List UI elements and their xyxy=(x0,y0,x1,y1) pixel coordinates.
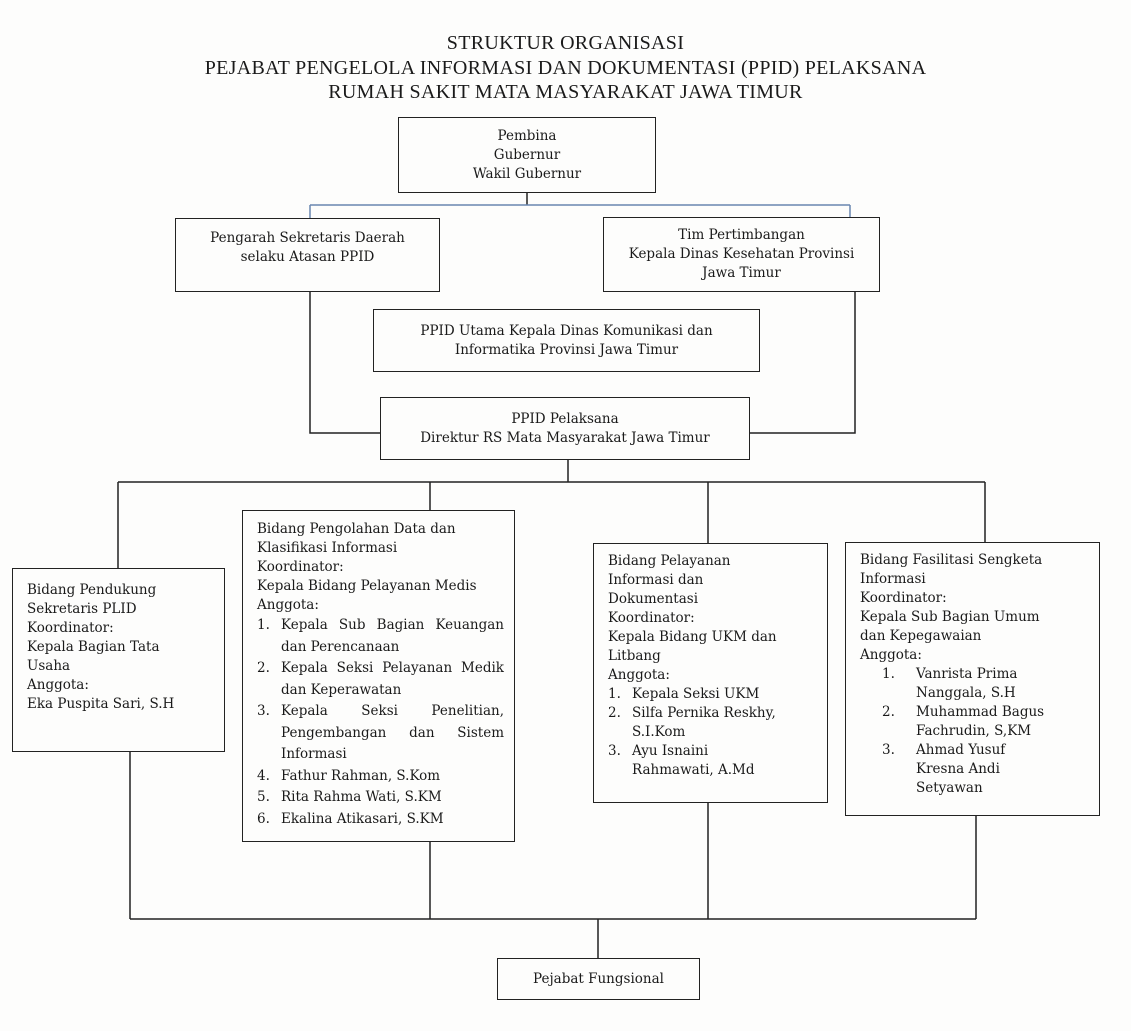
text: Sekretaris PLID xyxy=(27,601,137,617)
member-list: 1. Kepala Seksi UKM 2. Silfa Pernika Reskh… xyxy=(608,685,817,780)
text: Informatika Provinsi Jawa Timur xyxy=(454,341,679,358)
list-item: 3. Ahmad Yusuf Kresna Andi Setyawan xyxy=(860,741,1089,798)
list-item: 4. Fathur Rahman, S.Kom xyxy=(257,766,504,788)
text: Direktur RS Mata Masyarakat Jawa Timur xyxy=(420,429,710,446)
text: Kepala Sub Bagian Umum xyxy=(860,609,1040,625)
number: 5. xyxy=(257,789,270,805)
number: 2. xyxy=(257,660,270,676)
text: Informasi dan xyxy=(608,572,704,588)
text: Bidang Pendukung xyxy=(27,582,157,598)
box-ppid-utama: PPID Utama Kepala Dinas Komunikasi dan I… xyxy=(373,309,760,372)
text: Koordinator: xyxy=(27,620,114,636)
text: Tim Pertimbangan xyxy=(678,227,805,243)
text: Kepala Bagian Tata xyxy=(27,639,160,655)
list-item: 5. Rita Rahma Wati, S.KM xyxy=(257,787,504,809)
box-bidang-pendukung: Bidang Pendukung Sekretaris PLID Koordin… xyxy=(12,568,225,752)
text: Eka Puspita Sari, S.H xyxy=(27,696,175,712)
text: PPID Utama Kepala Dinas Komunikasi dan xyxy=(420,322,713,339)
member: Ayu Isnaini Rahmawati, A.Md xyxy=(632,743,755,778)
list-item: 1. Kepala Seksi UKM xyxy=(608,685,817,704)
text: Dokumentasi xyxy=(608,591,699,607)
number: 1. xyxy=(608,686,621,702)
text: Koordinator: xyxy=(860,590,947,606)
box-tim-pertimbangan: Tim Pertimbangan Kepala Dinas Kesehatan … xyxy=(603,217,880,292)
number: 4. xyxy=(257,767,270,784)
number: 3. xyxy=(608,743,621,759)
text: Gubernur xyxy=(493,146,561,163)
member: Kepala Sub Bagian Keuangan dan Perencana… xyxy=(281,617,504,655)
member: Silfa Pernika Reskhy, S.I.Kom xyxy=(632,705,776,740)
connector-top-horizontal xyxy=(309,204,851,218)
number: 6. xyxy=(257,810,270,827)
text: Bidang Pengolahan Data dan xyxy=(257,521,456,537)
member-list: 1. Kepala Sub Bagian Keuangan dan Perenca… xyxy=(257,615,504,830)
number: 1. xyxy=(882,666,895,682)
list-item: 6. Ekalina Atikasari, S.KM xyxy=(257,809,504,831)
text: Litbang xyxy=(608,648,661,664)
member: Vanrista Prima Nanggala, S.H xyxy=(916,666,1018,701)
member: Muhammad Bagus Fachrudin, S,KM xyxy=(916,704,1045,739)
text: Pejabat Fungsional xyxy=(533,970,664,987)
box-bidang-pengolahan-data: Bidang Pengolahan Data dan Klasifikasi I… xyxy=(242,510,515,842)
list-item: 3. Ayu Isnaini Rahmawati, A.Md xyxy=(608,742,817,780)
box-ppid-pelaksana: PPID Pelaksana Direktur RS Mata Masyarak… xyxy=(380,397,750,460)
text: selaku Atasan PPID xyxy=(240,249,375,265)
box-pembina: Pembina Gubernur Wakil Gubernur xyxy=(398,117,656,193)
text: Wakil Gubernur xyxy=(472,165,582,182)
text: Jawa Timur xyxy=(702,265,781,281)
member: Kepala Seksi Penelitian, Pengembangan da… xyxy=(281,703,504,762)
text: Bidang Fasilitasi Sengketa xyxy=(860,552,1043,568)
text: Kepala Bidang UKM dan xyxy=(608,629,777,645)
number: 3. xyxy=(257,703,270,719)
text: Kepala Dinas Kesehatan Provinsi xyxy=(628,246,855,262)
text: Kepala Bidang Pelayanan Medis xyxy=(257,578,477,594)
member: Ahmad Yusuf Kresna Andi Setyawan xyxy=(916,742,1006,796)
box-bidang-fasilitasi-sengketa: Bidang Fasilitasi Sengketa Informasi Koo… xyxy=(845,542,1100,816)
list-item: 1. Vanrista Prima Nanggala, S.H xyxy=(860,665,1089,703)
member-list: 1. Vanrista Prima Nanggala, S.H 2. Muhamma… xyxy=(860,665,1089,798)
connector-pelaksana xyxy=(117,460,986,568)
text: dan Kepegawaian xyxy=(860,628,982,644)
text: Anggota: xyxy=(608,667,670,683)
connector-bottom xyxy=(129,752,977,958)
number: 3. xyxy=(882,742,895,758)
connector-pengarah xyxy=(309,292,380,434)
number: 1. xyxy=(257,617,270,633)
text: Pembina xyxy=(497,127,557,144)
title-line-1: STRUKTUR ORGANISASI xyxy=(446,32,685,54)
box-bidang-pelayanan-informasi: Bidang Pelayanan Informasi dan Dokumenta… xyxy=(593,543,828,803)
list-item: 1. Kepala Sub Bagian Keuangan dan Perenca… xyxy=(257,615,504,658)
text: Informasi xyxy=(860,571,926,587)
list-item: 3. Kepala Seksi Penelitian, Pengembangan … xyxy=(257,701,504,766)
member: Kepala Seksi Pelayanan Medik dan Keperaw… xyxy=(281,660,504,698)
text: Klasifikasi Informasi xyxy=(257,540,398,556)
text: Bidang Pelayanan xyxy=(608,553,731,569)
member: Ekalina Atikasari, S.KM xyxy=(281,810,444,827)
list-item: 2. Silfa Pernika Reskhy, S.I.Kom xyxy=(608,704,817,742)
text: Koordinator: xyxy=(257,559,344,575)
number: 2. xyxy=(608,705,621,721)
number: 2. xyxy=(882,704,895,720)
member: Rita Rahma Wati, S.KM xyxy=(281,789,442,805)
member: Kepala Seksi UKM xyxy=(632,686,760,702)
text: Anggota: xyxy=(257,597,319,613)
text: Pengarah Sekretaris Daerah xyxy=(210,230,405,246)
text: PPID Pelaksana xyxy=(511,410,619,427)
list-item: 2. Muhammad Bagus Fachrudin, S,KM xyxy=(860,703,1089,741)
text: Usaha xyxy=(27,658,71,674)
text: Koordinator: xyxy=(608,610,695,626)
title-line-3: RUMAH SAKIT MATA MASYARAKAT JAWA TIMUR xyxy=(328,81,803,103)
text: Anggota: xyxy=(860,647,922,663)
box-pejabat-fungsional: Pejabat Fungsional xyxy=(497,958,700,1000)
title-line-2: PEJABAT PENGELOLA INFORMASI DAN DOKUMENT… xyxy=(204,57,927,79)
member: Fathur Rahman, S.Kom xyxy=(281,767,441,784)
text: Anggota: xyxy=(27,677,89,693)
list-item: 2. Kepala Seksi Pelayanan Medik dan Keper… xyxy=(257,658,504,701)
connector-tim xyxy=(750,292,856,434)
box-pengarah: Pengarah Sekretaris Daerah selaku Atasan… xyxy=(175,218,440,292)
